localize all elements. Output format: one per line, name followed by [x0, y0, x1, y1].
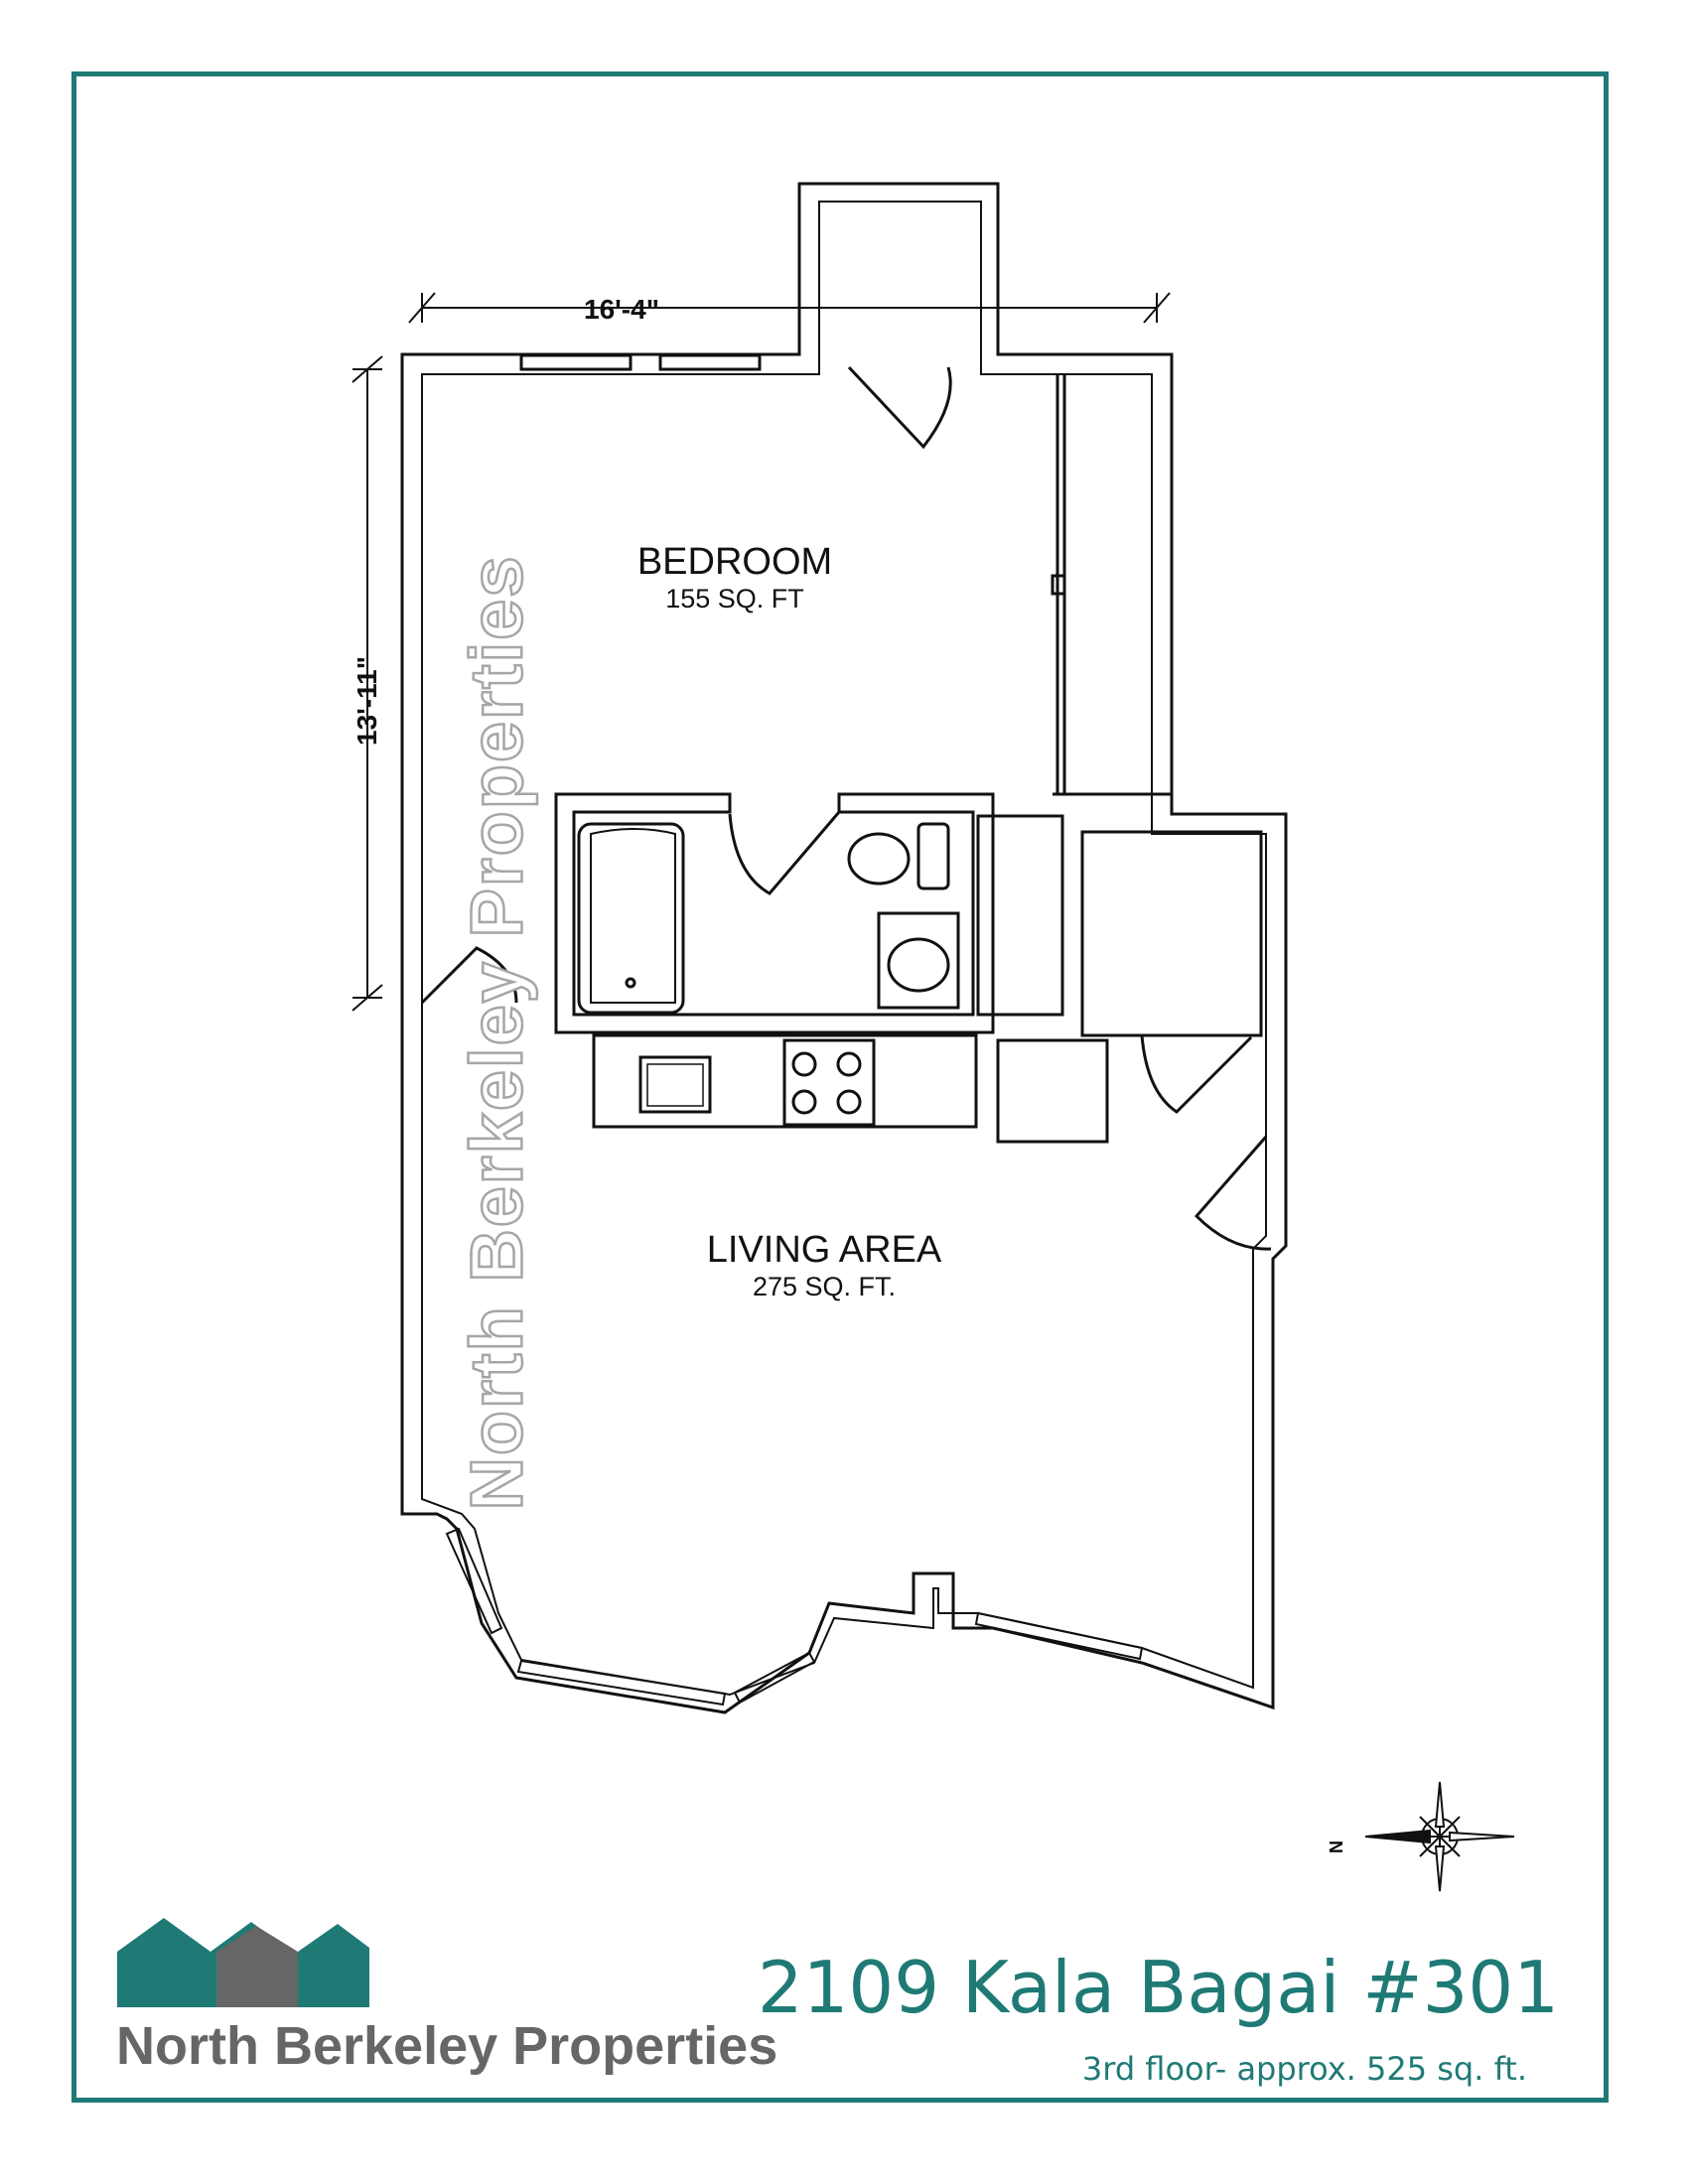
closet: [1080, 830, 1263, 1037]
window: [658, 353, 762, 371]
width-dimension: 16'-4": [584, 294, 659, 325]
door-swing: [728, 811, 841, 895]
door-swing: [420, 946, 518, 1005]
compass-icon: [1364, 1781, 1515, 1892]
door-swing: [847, 365, 952, 450]
bathtub: [577, 822, 685, 1015]
window: [516, 1659, 727, 1706]
room-label-living: LIVING AREA 275 SQ. FT.: [635, 1229, 1013, 1302]
closet: [976, 814, 1064, 1017]
door-swing: [1140, 1034, 1253, 1114]
outer-wall: [400, 182, 1288, 1714]
listing-address: 2109 Kala Bagai #301: [757, 1946, 1559, 2029]
height-dimension: 13'-11": [352, 655, 383, 747]
stove: [782, 1038, 876, 1127]
kitchen-counter: [592, 1033, 978, 1129]
listing-subtitle: 3rd floor- approx. 525 sq. ft.: [1081, 2050, 1527, 2088]
room-label-bedroom: BEDROOM 155 SQ. FT: [576, 541, 894, 614]
vanity: [877, 911, 960, 1010]
toilet: [847, 832, 911, 886]
window: [519, 353, 633, 371]
company-logo: [117, 1918, 369, 2007]
room-name: BEDROOM: [636, 541, 833, 583]
company-name: North Berkeley Properties: [116, 2016, 778, 2076]
bathroom-wall: [554, 792, 995, 1034]
room-area: 155 SQ. FT: [665, 584, 804, 614]
window: [733, 1651, 816, 1705]
room-name: LIVING AREA: [706, 1229, 942, 1271]
compass-north-label: N: [1326, 1841, 1345, 1853]
watermark: North Berkeley Properties: [454, 553, 539, 1512]
kitchen-sink: [638, 1055, 712, 1114]
window: [445, 1527, 503, 1635]
inner-wall: [421, 201, 1267, 1697]
page-border: [71, 71, 1609, 2103]
room-area: 275 SQ. FT.: [752, 1272, 897, 1301]
door-swing: [1194, 1136, 1272, 1251]
window: [974, 1611, 1144, 1661]
refrigerator: [996, 1038, 1109, 1144]
